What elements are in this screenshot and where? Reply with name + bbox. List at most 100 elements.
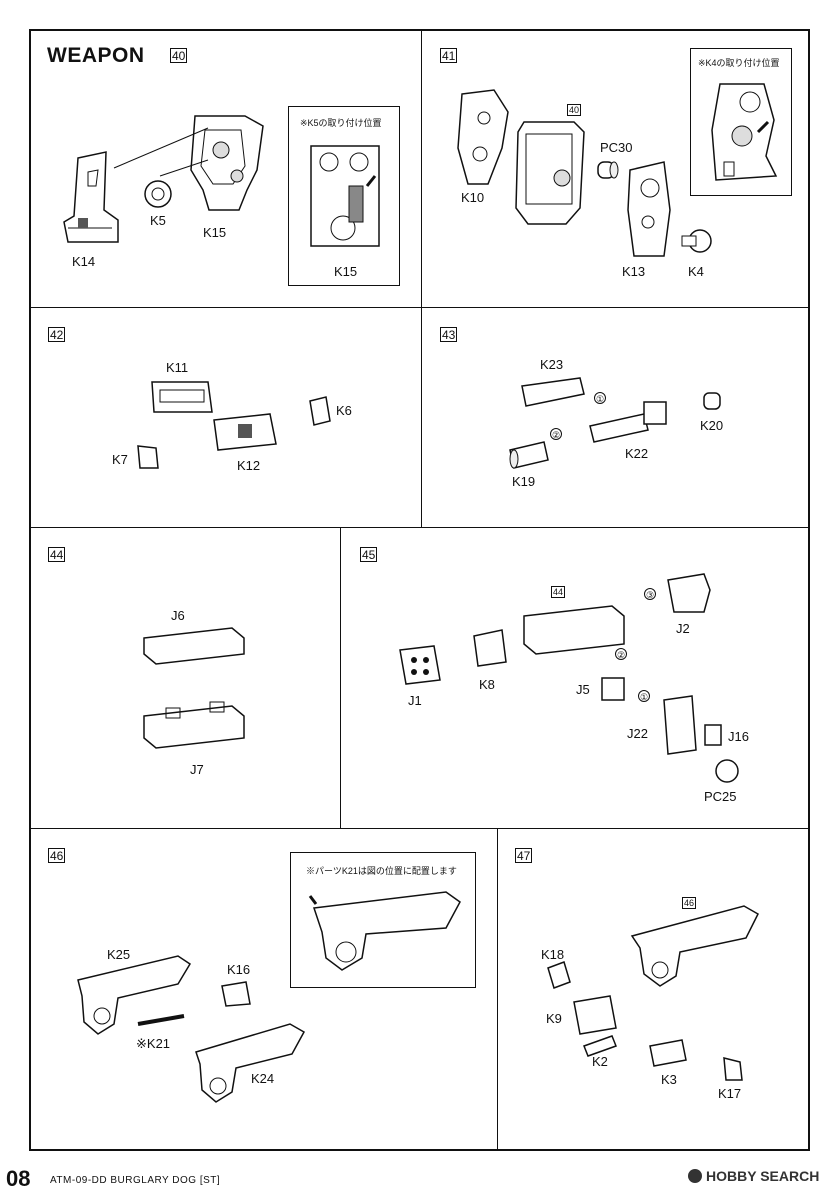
part-46-assembly-drawing [630, 905, 759, 987]
label-pc25: PC25 [704, 789, 737, 804]
part-k17-drawing [723, 1057, 743, 1081]
brand-logo-icon [688, 1169, 702, 1183]
part-k5-drawing [144, 180, 172, 208]
step-number-43: 43 [440, 327, 458, 342]
part-k18-drawing [547, 961, 571, 989]
label-j1: J1 [408, 693, 422, 708]
part-k23-drawing [521, 377, 585, 407]
label-k10: K10 [461, 190, 485, 205]
part-k25-drawing [77, 955, 192, 1035]
label-k3: K3 [661, 1072, 677, 1087]
step-number-44: 44 [48, 547, 66, 562]
label-k8: K8 [479, 677, 495, 692]
part-j2-drawing [667, 573, 711, 613]
page-title-text: WEAPON [47, 44, 145, 67]
part-k14-drawing [63, 151, 119, 243]
label-j2: J2 [676, 621, 690, 636]
inset-k15-drawing [310, 145, 380, 247]
step-number-40: 40 [170, 48, 188, 63]
part-k12-drawing [213, 413, 277, 451]
step-number-41: 41 [440, 48, 458, 63]
part-k22-drawing [589, 401, 667, 443]
label-k19: K19 [512, 474, 536, 489]
part-j22-drawing [663, 695, 697, 755]
product-name: ATM-09-DD BURGLARY DOG [ST] [50, 1175, 221, 1186]
label-j6: J6 [171, 608, 185, 623]
inset-note-k5: ※K5の取り付け位置 [300, 118, 382, 128]
label-k14: K14 [72, 254, 96, 269]
part-pc25-drawing [715, 759, 739, 783]
label-k18: K18 [541, 947, 565, 962]
step-number-46: 46 [48, 848, 66, 863]
label-k16: K16 [227, 962, 251, 977]
label-k6: K6 [336, 403, 352, 418]
label-k23: K23 [540, 357, 564, 372]
inset-k21-drawing [308, 891, 461, 971]
row-divider [29, 527, 810, 528]
ref-step-44: 44 [551, 586, 565, 598]
label-k13: K13 [622, 264, 646, 279]
part-k15-drawing [190, 115, 264, 211]
label-k22: K22 [625, 446, 649, 461]
order-marker-1: ① [638, 690, 650, 702]
step-number-45: 45 [360, 547, 378, 562]
label-j16: J16 [728, 729, 749, 744]
label-j5: J5 [576, 682, 590, 697]
brand-name: HOBBY SEARCH [706, 1168, 820, 1184]
inset-note-k4: ※K4の取り付け位置 [698, 58, 780, 68]
part-k7-drawing [137, 445, 159, 469]
label-pc30: PC30 [600, 140, 633, 155]
part-k13-drawing [627, 161, 671, 257]
part-k6-drawing [309, 396, 331, 426]
page-title: WEAPON [47, 44, 145, 68]
label-k25: K25 [107, 947, 131, 962]
label-k7: K7 [112, 452, 128, 467]
col-divider [340, 527, 341, 828]
col-divider [421, 307, 422, 527]
part-k2-drawing [583, 1035, 617, 1057]
label-k5: K5 [150, 213, 166, 228]
part-k20-drawing [703, 392, 721, 410]
inset-label-k15: K15 [334, 264, 358, 279]
part-40-assembly-drawing [515, 121, 585, 225]
part-j5-drawing [601, 677, 625, 701]
part-k16-drawing [221, 981, 251, 1007]
inset-note-k21: ※パーツK21は図の位置に配置します [306, 866, 457, 876]
part-k11-drawing [151, 381, 213, 413]
step-number-42: 42 [48, 327, 66, 342]
col-divider [421, 29, 422, 307]
label-j7: J7 [190, 762, 204, 777]
order-marker-2: ② [615, 648, 627, 660]
part-k8-drawing [473, 629, 507, 667]
label-j22: J22 [627, 726, 648, 741]
ref-step-40: 40 [567, 104, 581, 116]
part-j1-drawing [399, 645, 441, 685]
label-k11: K11 [166, 360, 189, 375]
label-k20: K20 [700, 418, 724, 433]
part-k9-drawing [573, 995, 617, 1035]
part-k21-drawing [137, 1014, 185, 1026]
label-k24: K24 [251, 1071, 275, 1086]
part-k3-drawing [649, 1039, 687, 1067]
label-k12: K12 [237, 458, 261, 473]
part-k10-drawing [457, 89, 509, 185]
label-k21: ※K21 [136, 1036, 171, 1051]
order-marker-2: ② [550, 428, 562, 440]
part-j6-drawing [143, 627, 245, 665]
step-number-47: 47 [515, 848, 533, 863]
part-k4-drawing [681, 229, 712, 253]
row-divider [29, 307, 810, 308]
page-number: 08 [6, 1166, 31, 1191]
order-marker-1: ① [594, 392, 606, 404]
label-k2: K2 [592, 1054, 608, 1069]
brand-watermark: HOBBY SEARCH [688, 1168, 819, 1184]
label-k17: K17 [718, 1086, 742, 1101]
part-j7-drawing [143, 701, 245, 749]
part-pc30-drawing [597, 161, 619, 179]
label-k4: K4 [688, 264, 704, 279]
part-k24-drawing [195, 1023, 306, 1103]
part-j16-drawing [704, 724, 722, 746]
row-divider [29, 828, 810, 829]
part-44-assembly-drawing [523, 605, 625, 655]
order-marker-3: ③ [644, 588, 656, 600]
